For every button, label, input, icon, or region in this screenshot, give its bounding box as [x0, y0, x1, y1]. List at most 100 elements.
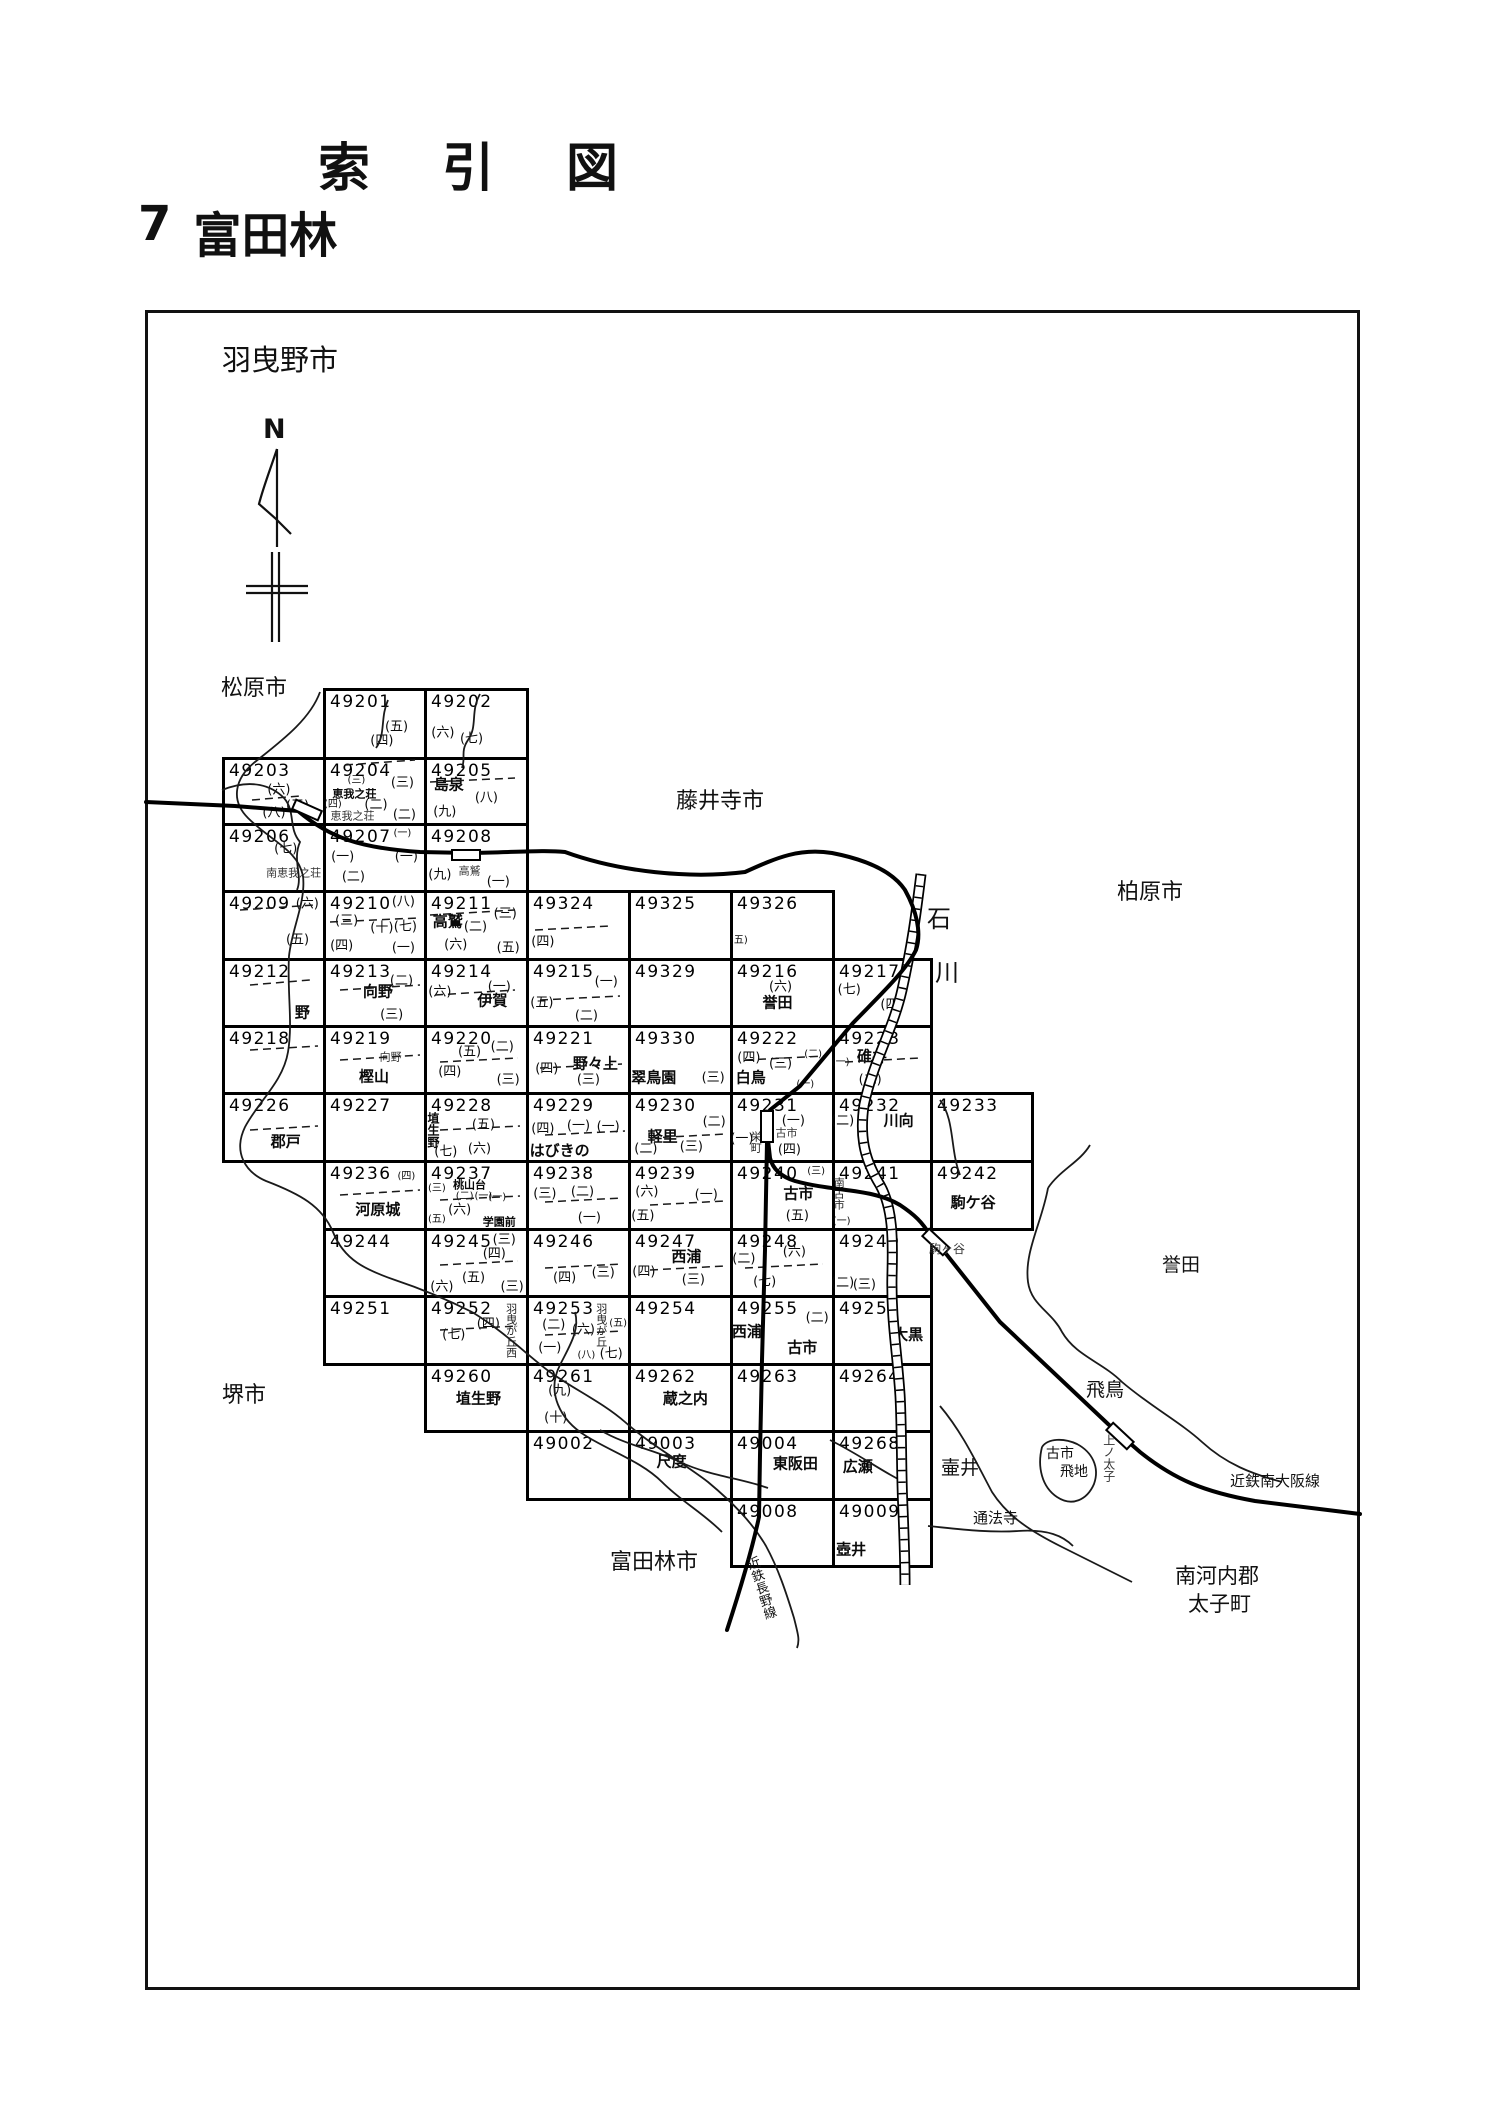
chome-label: (五): [384, 719, 409, 735]
area-label: はびきの: [529, 1141, 590, 1160]
map-cell-49221[interactable]: 49221(四)野々上(三): [526, 1025, 631, 1095]
chome-label: (二): [490, 1039, 514, 1055]
map-cell-49218[interactable]: 49218: [222, 1025, 326, 1095]
cell-number: 49221: [533, 1029, 595, 1049]
map-cell-49240[interactable]: 49240(三)古市(五): [730, 1160, 835, 1231]
cell-number: 49217: [839, 962, 901, 982]
cell-number: 49242: [937, 1164, 999, 1184]
cell-number: 49226: [229, 1096, 291, 1116]
map-cell-49206[interactable]: 49206(七)南恵我之荘: [222, 823, 326, 893]
cell-number: 49207: [330, 827, 392, 847]
map-cell-49236[interactable]: 49236(四)河原城: [323, 1160, 427, 1231]
map-cell-49249[interactable]: 49249(二)(三): [831, 1228, 933, 1298]
map-cell-49329[interactable]: 49329: [628, 958, 733, 1028]
map-cell-49253[interactable]: 49253(二)(六)(一)(八)(七)羽曳が丘(五): [526, 1295, 631, 1366]
map-cell-49217[interactable]: 49217(七)(四): [832, 958, 933, 1028]
cell-number: 49229: [533, 1096, 595, 1116]
map-cell-49214[interactable]: 49214(六)(一)伊賀: [424, 958, 529, 1028]
map-cell-49245[interactable]: 49245(三)(四)(五)(六)(三): [424, 1228, 529, 1298]
map-cell-49263[interactable]: 49263: [730, 1363, 835, 1433]
map-cell-49325[interactable]: 49325: [628, 890, 733, 961]
map-cell-49210[interactable]: 49210(八)(三)(十)(七)(四)(一): [323, 890, 427, 961]
chome-label: (四): [397, 1171, 416, 1183]
chome-label: (一): [596, 1119, 620, 1135]
cell-number: 49326: [737, 894, 799, 914]
chome-label: (六): [267, 782, 291, 798]
chome-label: (三): [807, 1166, 826, 1178]
map-cell-49248[interactable]: 49248(二)(六)(七): [730, 1228, 835, 1298]
map-cell-49238[interactable]: 49238(三)(二)(一): [526, 1160, 631, 1231]
map-cell-49230[interactable]: 49230(二)軽里(二)(三): [628, 1092, 733, 1163]
map-cell-49220[interactable]: 49220(二)(五)(四)(三): [424, 1025, 529, 1095]
map-cell-49202[interactable]: 49202(六)(七): [424, 688, 529, 760]
chome-label: (五): [285, 798, 310, 814]
map-cell-49264[interactable]: 49264: [832, 1363, 933, 1433]
area-label: 恵我之荘: [330, 809, 375, 823]
map-cell-49002[interactable]: 49002: [526, 1430, 631, 1501]
cell-number: 49325: [635, 894, 697, 914]
map-cell-49239[interactable]: 49239(六)(一)(五): [628, 1160, 733, 1231]
map-cell-49216[interactable]: 49216(六)誉田: [730, 958, 835, 1028]
map-cell-49237[interactable]: 49237(三)桃山台(二)(一)(一)(六)(五)学園前: [424, 1160, 529, 1231]
map-cell-49232[interactable]: 49232(二)川向: [831, 1092, 933, 1163]
map-cell-49207[interactable]: 49207(一)(一)(一)(二): [323, 823, 427, 893]
chome-label: (三): [380, 1007, 404, 1023]
cell-number: 49247: [635, 1232, 697, 1252]
map-cell-49213[interactable]: 49213(二)向野(三): [323, 958, 427, 1028]
map-cell-49208[interactable]: 49208(九)高鷲(一): [424, 823, 529, 893]
cell-number: 49330: [635, 1029, 697, 1049]
map-cell-49326[interactable]: 49326(五): [730, 890, 835, 961]
map-cell-49215[interactable]: 49215(一)(五)(二): [526, 958, 631, 1028]
map-cell-49211[interactable]: 49211(三)高鷲(二)(六)(五): [424, 890, 529, 961]
chome-label: (六): [782, 1244, 806, 1260]
chome-label: (一): [391, 940, 415, 956]
cell-number: 49202: [431, 692, 493, 712]
map-cell-49255[interactable]: 49255(二)西浦古市: [730, 1295, 835, 1366]
map-cell-49252[interactable]: 49252(七)(四)羽曳が丘西: [424, 1295, 529, 1366]
map-cell-49324[interactable]: 49324(四): [526, 890, 631, 961]
map-cell-49204[interactable]: 49204(三)(三)恵我之荘(四)(二)恵我之荘(二): [323, 757, 427, 826]
area-label: 大黒: [893, 1325, 924, 1344]
cell-number: 49211: [431, 894, 493, 914]
map-cell-49201[interactable]: 49201(五)(四): [323, 688, 427, 760]
map-cell-49251[interactable]: 49251: [323, 1295, 427, 1366]
map-cell-49203[interactable]: 49203(六)(五)(八): [222, 757, 326, 826]
map-cell-49254[interactable]: 49254: [628, 1295, 733, 1366]
chome-label: (三): [496, 1072, 520, 1088]
chome-label: (七): [599, 1346, 623, 1362]
chome-label: (四): [482, 1246, 506, 1262]
chome-label: (五): [530, 995, 554, 1011]
chome-label: (一): [730, 1131, 754, 1147]
map-cell-49229[interactable]: 49229(四)(一)(一)はびきの: [526, 1092, 631, 1163]
map-cell-49222[interactable]: 49222(四)(三)(二)白鳥(一): [730, 1025, 835, 1095]
map-cell-49209[interactable]: 49209(六)(五): [222, 890, 326, 961]
cell-number: 49263: [737, 1367, 799, 1387]
ishikawa-river-label-1: 石: [927, 905, 951, 933]
map-cell-49261[interactable]: 49261(九)(十): [526, 1363, 631, 1433]
map-cell-49231[interactable]: 49231(一)古市栄町(一)(四): [730, 1092, 835, 1163]
map-cell-49244[interactable]: 49244: [323, 1228, 427, 1298]
map-cell-49227[interactable]: 49227: [323, 1092, 427, 1163]
sheet-heading: 7 富田林: [138, 196, 337, 266]
map-cell-49246[interactable]: 49246(四)(三): [526, 1228, 631, 1298]
map-cell-49233[interactable]: 49233: [930, 1092, 1034, 1163]
chome-label: (六): [295, 896, 319, 912]
chome-label: (五): [609, 1318, 627, 1329]
